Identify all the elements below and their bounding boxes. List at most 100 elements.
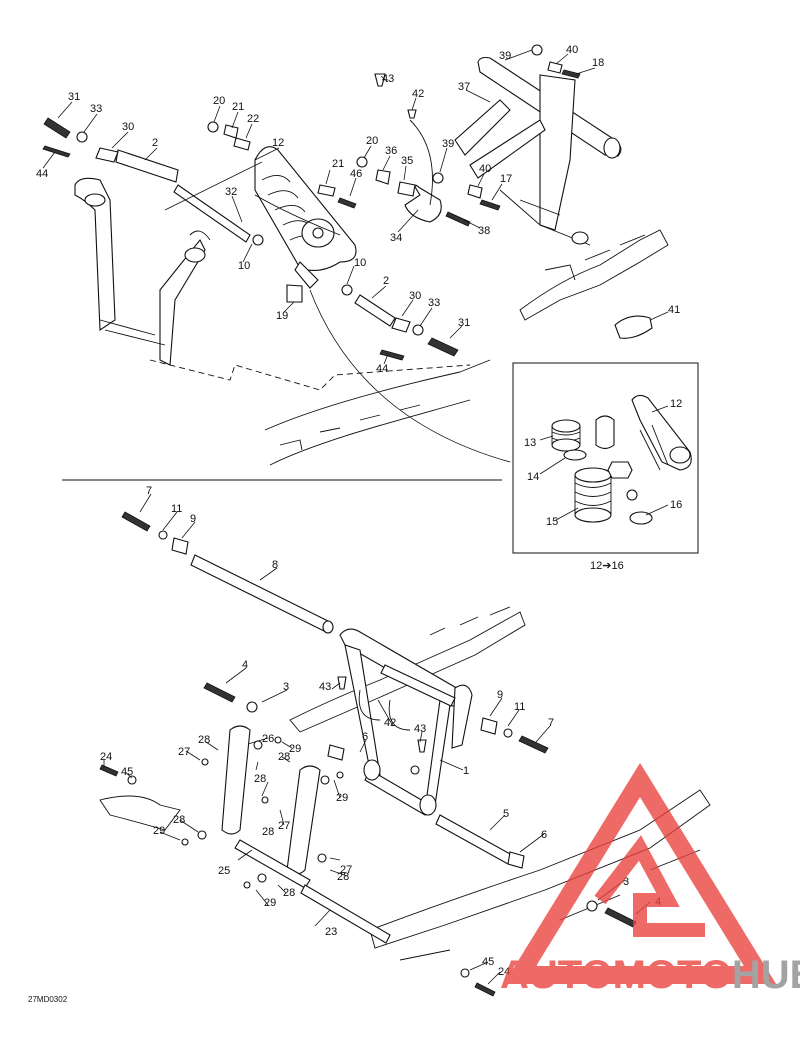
bolt-4-left [203, 682, 236, 703]
bolt-46 [337, 197, 357, 209]
callout-34: 34 [390, 232, 402, 244]
bolt-38 [445, 211, 471, 227]
callout-41: 41 [668, 304, 680, 316]
watermark-triangle [503, 762, 777, 984]
callout-27b: 27 [278, 820, 290, 832]
inset-washer [626, 489, 638, 501]
callout-3b: 3 [623, 876, 629, 888]
callout-28f: 28 [337, 871, 349, 883]
callout-22: 22 [247, 113, 259, 125]
shaft-23 [300, 884, 391, 944]
arm-bushing-right [184, 247, 206, 263]
inset-shock-detail [512, 362, 699, 554]
chassis-outline-top [149, 359, 471, 391]
callout-29a: 29 [289, 743, 301, 755]
rear-arm-1 [339, 628, 473, 816]
watermark-word-1: AUTOMOTO [500, 953, 732, 997]
shaft-5 [435, 814, 513, 865]
callout-10a: 10 [238, 260, 250, 272]
callout-2a: 2 [152, 137, 158, 149]
callout-33b: 33 [428, 297, 440, 309]
bracket-30-left [95, 147, 119, 163]
callout-12c: 12 [670, 398, 682, 410]
shock-absorber-12 [254, 146, 357, 289]
callout-30b: 30 [409, 290, 421, 302]
callout-8: 8 [272, 559, 278, 571]
callout-11a: 11 [171, 503, 182, 515]
callout-27c: 27 [340, 864, 352, 876]
nut-29d [243, 881, 251, 889]
bushing-6-left [327, 744, 345, 761]
callout-28d: 28 [262, 826, 274, 838]
washer-28e [320, 775, 330, 785]
callout-35: 35 [401, 155, 413, 167]
bolt-17 [479, 199, 501, 211]
washer-45-right [460, 968, 470, 978]
callout-40b: 40 [479, 163, 491, 175]
callout-30a: 30 [122, 121, 134, 133]
bolt-7-left [121, 511, 151, 532]
nut-29b [181, 838, 189, 846]
tube-upper [380, 664, 456, 707]
callout-18: 18 [592, 57, 604, 69]
fitting-42-lower [410, 765, 420, 775]
spacer-21-right [317, 184, 336, 197]
washer-33-right [412, 324, 424, 336]
callout-2b: 2 [383, 275, 389, 287]
bolt-31-right [427, 337, 459, 357]
bottom-assembly [99, 511, 711, 997]
callout-7b: 7 [548, 717, 554, 729]
bolt-4-right [604, 907, 637, 928]
bracket-30-right [391, 317, 411, 333]
pin-44-left [42, 145, 71, 158]
callout-29c: 29 [153, 825, 165, 837]
callout-7a: 7 [146, 485, 152, 497]
guide-line-shaft [164, 161, 263, 211]
callout-42a: 42 [412, 88, 424, 100]
bushing-22 [223, 124, 239, 139]
rail-top-right [519, 229, 669, 321]
inset-nut [607, 461, 633, 479]
callout-32: 32 [225, 186, 237, 198]
washer-28f [317, 853, 327, 863]
callout-38: 38 [478, 225, 490, 237]
callout-31b: 31 [458, 317, 470, 329]
spacer-21-left [233, 137, 251, 151]
nut-29a [274, 736, 282, 744]
link-plate-25 [286, 765, 321, 875]
callout-10b: 10 [354, 257, 366, 269]
shaft-32 [173, 184, 251, 243]
pin-44-right [379, 349, 405, 361]
spacer-2-left [115, 149, 179, 183]
bushing-36 [375, 169, 391, 185]
callout-24b: 24 [498, 966, 510, 978]
front-arm-left-leg [74, 177, 116, 332]
callout-45b: 45 [482, 956, 494, 968]
callout-13: 13 [524, 437, 536, 449]
callout-23: 23 [325, 926, 337, 938]
washer-10-left [252, 234, 264, 246]
callout-9a: 9 [190, 513, 196, 525]
watermark-word-2: HUB [732, 953, 800, 997]
callout-25: 25 [218, 865, 230, 877]
callout-39b: 39 [442, 138, 454, 150]
washer-28g [257, 873, 267, 883]
inset-caption: 12➔16 [590, 560, 624, 572]
nut-20-right [356, 156, 368, 168]
bolt-27b [261, 796, 269, 804]
callout-15: 15 [546, 516, 558, 528]
fitting-43-right [417, 739, 427, 753]
callout-36: 36 [385, 145, 397, 157]
callout-28e: 28 [173, 814, 185, 826]
fitting-43-left [337, 676, 347, 690]
rail-bottom-lower [369, 789, 711, 949]
callout-14: 14 [527, 471, 539, 483]
callout-20a: 20 [213, 95, 225, 107]
bolt-18 [561, 69, 581, 79]
bolt-27a [201, 758, 209, 766]
watermark-logo: AUTOMOTOHUB [500, 762, 800, 997]
callout-29b: 29 [336, 792, 348, 804]
bushing-9-right [480, 717, 498, 735]
fitting-42-top [407, 109, 417, 119]
